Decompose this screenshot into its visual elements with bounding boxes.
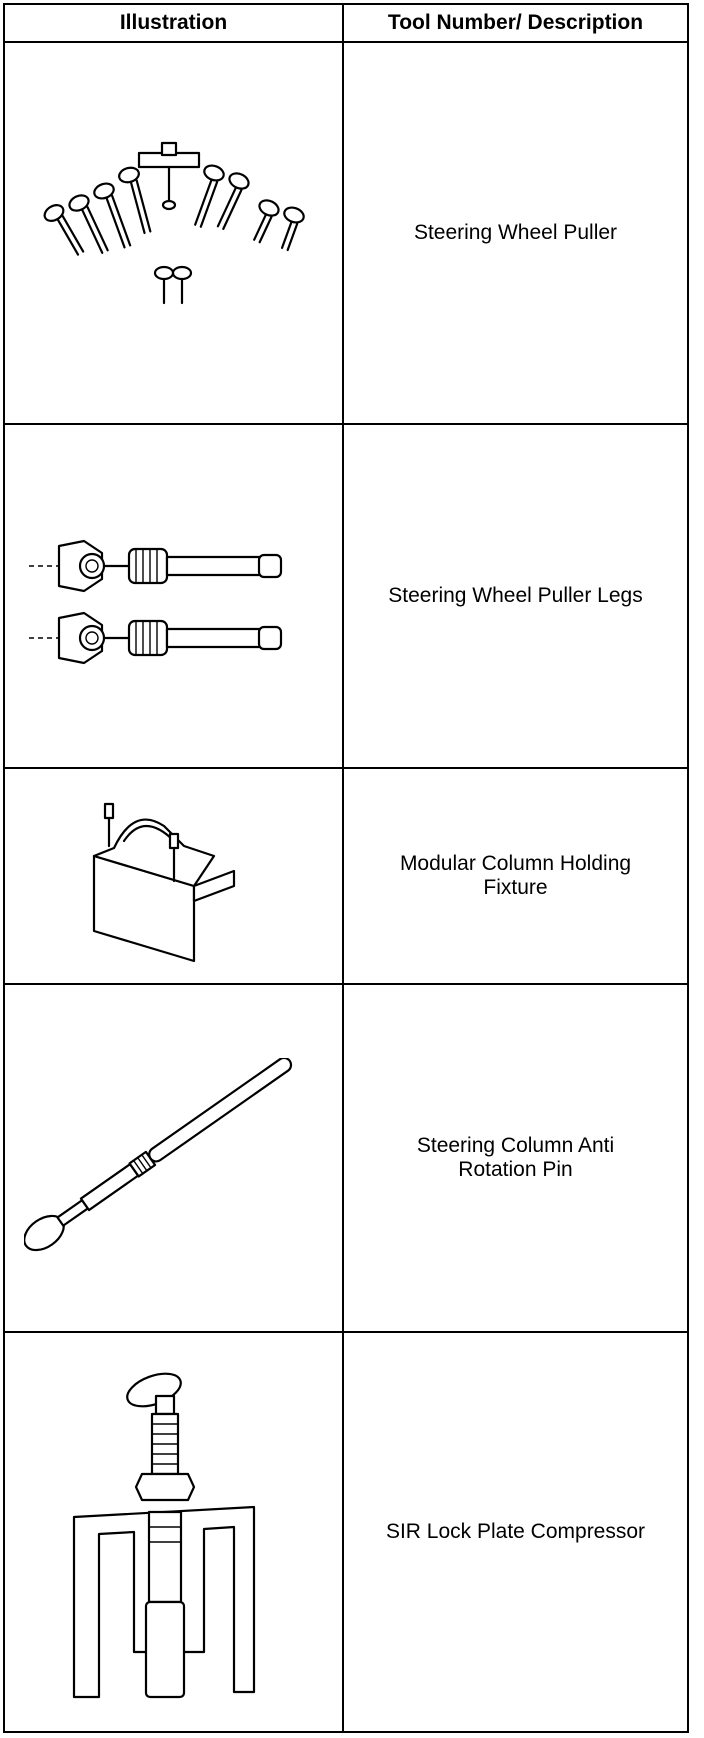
illustration-column-header: Illustration — [3, 3, 344, 43]
description-cell: Modular Column Holding Fixture — [342, 767, 689, 986]
tool-description: SIR Lock Plate Compressor — [385, 1520, 646, 1544]
tool-description: Steering Wheel Puller Legs — [388, 583, 643, 607]
tool-description: Steering Column Anti Rotation Pin — [416, 1134, 615, 1182]
puller-leg-lower — [28, 611, 282, 665]
table-row: Steering Column Anti Rotation Pin — [3, 983, 689, 1334]
description-column-header: Tool Number/ Description — [342, 3, 689, 43]
table-row: SIR Lock Plate Compressor — [3, 1331, 689, 1733]
table-row: Modular Column Holding Fixture — [3, 767, 689, 986]
illustration-cell — [3, 767, 344, 986]
illustration-cell — [3, 40, 344, 425]
tool-table: Illustration Tool Number/ Description — [3, 3, 689, 1733]
illustration-cell — [3, 1331, 344, 1733]
table-row: Steering Wheel Puller Legs — [3, 422, 689, 770]
description-cell: Steering Column Anti Rotation Pin — [342, 983, 689, 1334]
puller-leg-upper — [28, 539, 282, 593]
description-cell: SIR Lock Plate Compressor — [342, 1331, 689, 1733]
illustration-cell — [3, 983, 344, 1334]
illustration-cell — [3, 422, 344, 770]
table-row: Steering Wheel Puller — [3, 40, 689, 425]
lock-plate-compressor-illustration — [72, 1372, 255, 1699]
header-row: Illustration Tool Number/ Description — [3, 3, 689, 43]
anti-rotation-pin-illustration — [23, 1058, 292, 1252]
steering-wheel-puller-illustration — [43, 141, 305, 304]
description-cell: Steering Wheel Puller Legs — [342, 422, 689, 770]
puller-legs-illustration — [28, 539, 282, 665]
description-cell: Steering Wheel Puller — [342, 40, 689, 425]
tool-description: Steering Wheel Puller — [413, 220, 618, 244]
tool-description: Modular Column Holding Fixture — [399, 852, 632, 900]
holding-fixture-illustration — [92, 803, 235, 963]
